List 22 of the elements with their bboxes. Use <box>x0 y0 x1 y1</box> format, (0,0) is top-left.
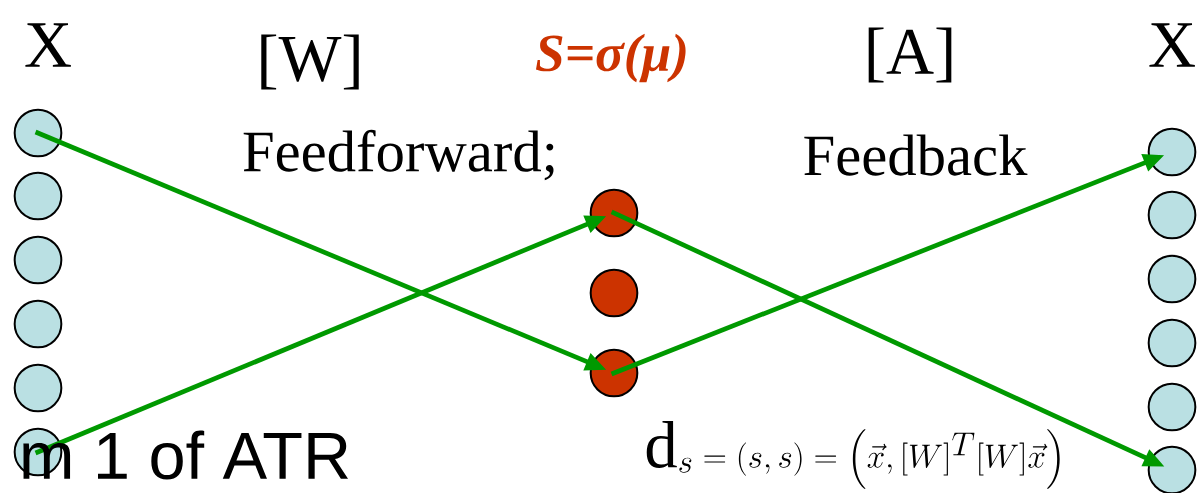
neuron-circle <box>1147 318 1197 368</box>
neuron-circle <box>13 299 63 349</box>
pathway-label: Feedforward; <box>243 129 554 181</box>
activation-label: S=σ(μ) <box>536 33 686 83</box>
neuron-circle <box>1147 190 1197 240</box>
neuron-circle <box>589 268 639 318</box>
neuron-circle <box>1147 254 1197 304</box>
matrix-label: [W] <box>261 34 359 90</box>
layer-label: X <box>25 23 71 67</box>
neuron-circle <box>589 348 639 398</box>
pathway-label: Feedback <box>804 134 1028 176</box>
neuron-circle <box>13 363 63 413</box>
neuron-circle <box>13 235 63 285</box>
neuron-circle <box>589 188 639 238</box>
neuron-circle <box>13 108 63 158</box>
neuron-circle <box>1147 382 1197 432</box>
layer-label: X <box>1149 23 1195 67</box>
matrix-label: [A] <box>868 27 952 83</box>
neuron-circle <box>1147 445 1197 493</box>
neuron-circle <box>13 171 63 221</box>
formula: $\mathrm{d}_{s}=\left(s,s\right)=\left(\vec{x},[W]^{T}[W]\vec{x}\right)$ <box>646 421 1060 489</box>
neuron-circle <box>1147 127 1197 177</box>
